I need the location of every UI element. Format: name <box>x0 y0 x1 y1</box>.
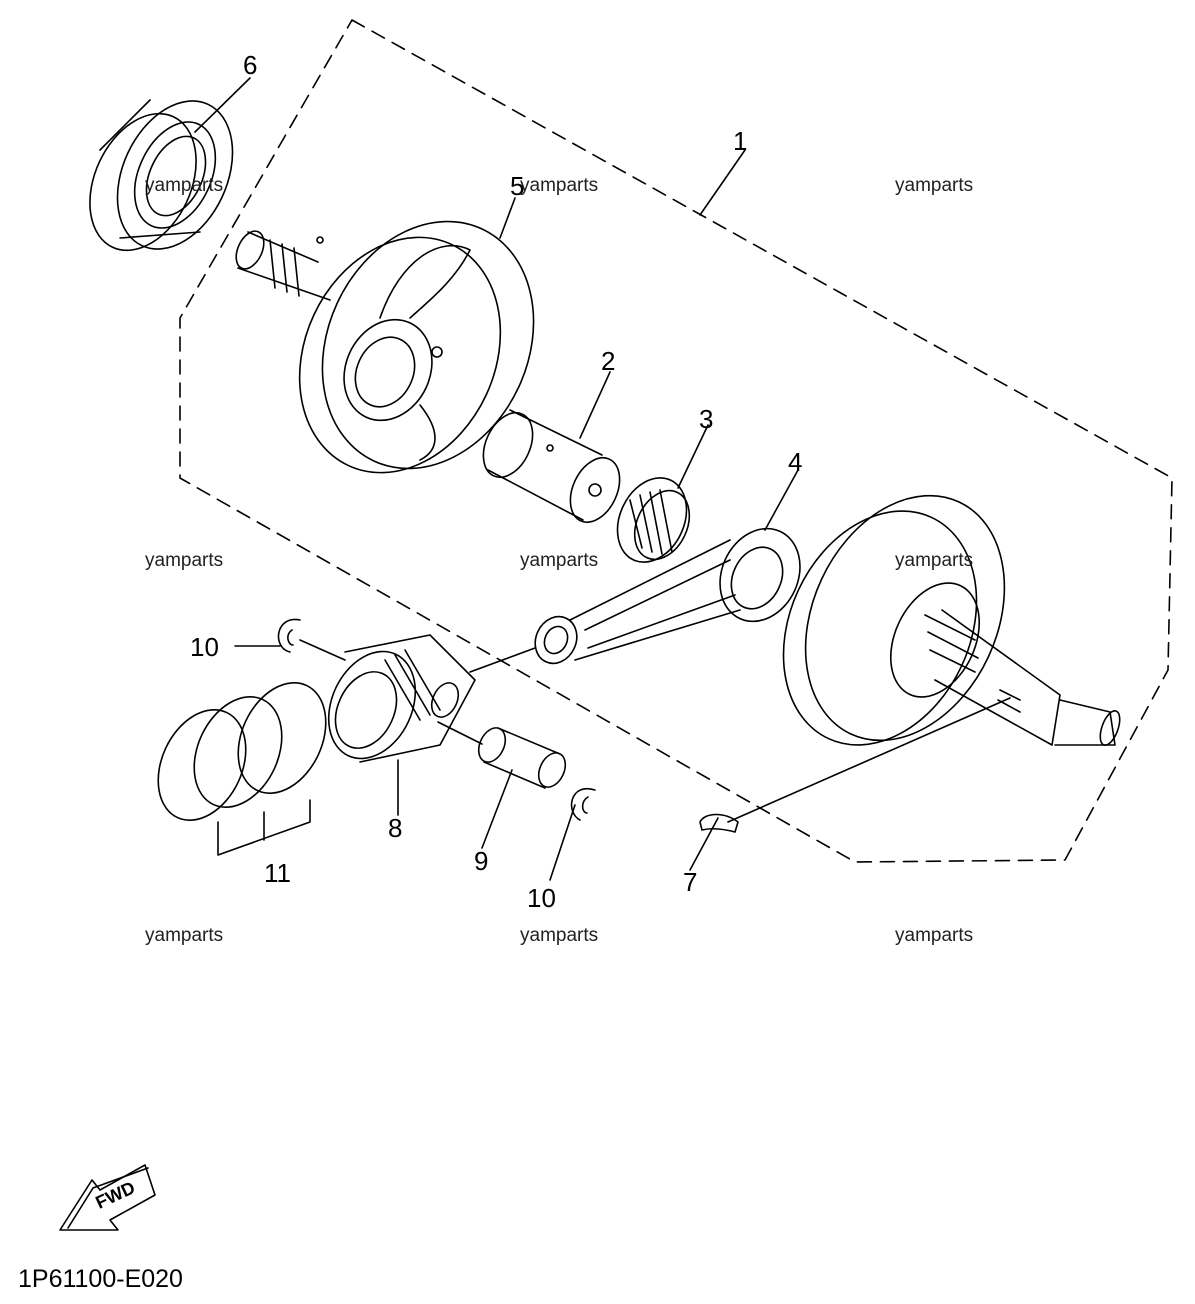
part-code: 1P61100-E020 <box>18 1265 183 1293</box>
watermark: yamparts <box>145 925 224 946</box>
callout-6: 6 <box>243 50 258 80</box>
circlip-10-left <box>277 618 301 653</box>
crank-pin-2 <box>482 409 621 523</box>
piston-rings-11 <box>157 681 327 856</box>
watermark: yamparts <box>145 550 224 571</box>
callout-2: 2 <box>601 346 616 376</box>
callout-10-left: 10 <box>190 632 219 662</box>
crank-wheel-right <box>782 494 1121 746</box>
fwd-arrow-icon <box>59 1164 156 1231</box>
woodruff-key-7 <box>699 813 739 833</box>
bearing-6 <box>89 99 234 252</box>
callout-8: 8 <box>388 813 403 843</box>
callout-10-right: 10 <box>527 883 556 913</box>
callout-4: 4 <box>788 447 803 477</box>
callout-7: 7 <box>683 867 698 897</box>
watermark: yamparts <box>520 550 599 571</box>
callout-11: 11 <box>264 858 291 888</box>
assembly-boundary <box>179 19 1173 863</box>
callout-5: 5 <box>510 171 525 201</box>
callout-9: 9 <box>474 846 489 876</box>
leader-lines <box>194 77 1011 881</box>
crank-wheel-5 <box>235 220 535 474</box>
watermark: yamparts <box>895 550 974 571</box>
callout-3: 3 <box>699 404 714 434</box>
watermark: yamparts <box>145 175 224 196</box>
watermark: yamparts <box>520 925 599 946</box>
callout-1: 1 <box>733 126 748 156</box>
piston-pin-9 <box>477 727 567 789</box>
connecting-rod-4 <box>534 527 801 665</box>
needle-bearing-3 <box>616 477 691 563</box>
watermark: yamparts <box>520 175 599 196</box>
watermark: yamparts <box>895 175 974 196</box>
watermark: yamparts <box>895 925 974 946</box>
piston-8 <box>327 634 476 763</box>
circlip-10-right <box>570 787 596 821</box>
